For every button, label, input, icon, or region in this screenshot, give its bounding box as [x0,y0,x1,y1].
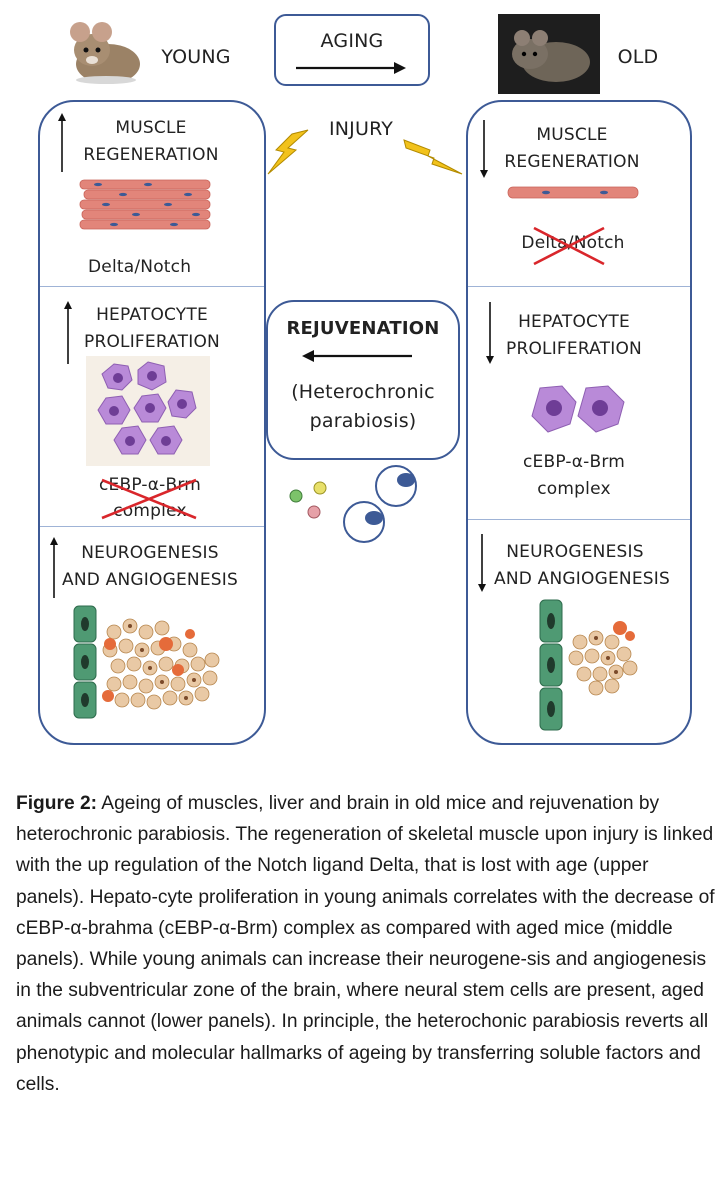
rejuvenation-box [266,300,460,460]
old-cebp-line-2: complex [537,479,611,499]
aging-label: AGING [320,30,384,52]
left-lightning-icon [267,129,309,175]
young-divider-2 [40,526,264,527]
old-hepatocyte-cells-icon [531,385,625,433]
old-delta-notch-cross-icon [533,226,605,266]
young-muscle-title-1: MUSCLE [115,118,187,138]
young-neuro-title-2: AND ANGIOGENESIS [62,570,238,590]
old-muscle-title-1: MUSCLE [536,125,608,145]
old-muscle-fiber-icon [507,186,639,199]
figure-caption: Figure 2: Ageing of muscles, liver and b… [16,788,716,1100]
young-divider-1 [40,286,264,287]
old-mouse-icon [498,14,600,94]
right-lightning-icon [403,139,463,175]
young-muscle-fibers-icon [79,179,211,230]
old-hepatocyte-down-arrow-icon [486,302,494,364]
aging-arrow-icon [296,62,406,74]
rejuvenation-label: REJUVENATION [286,318,440,339]
young-neuro-title-1: NEUROGENESIS [81,543,219,563]
old-divider-2 [468,519,690,520]
young-hepatocyte-title-1: HEPATOCYTE [96,305,208,325]
young-muscle-title-2: REGENERATION [83,145,219,165]
old-muscle-title-2: REGENERATION [504,152,640,172]
injury-label: INJURY [328,118,394,140]
parabiosis-line-2: parabiosis) [309,410,417,432]
young-label: YOUNG [161,46,231,68]
young-neural-stem-cells-icon [73,605,220,719]
young-cebp-cross-icon [101,478,197,520]
rejuvenation-arrow-icon [302,350,412,362]
young-hepatocyte-up-arrow-icon [64,301,72,364]
old-neural-stem-cells-icon [539,599,638,731]
old-neuro-down-arrow-icon [478,534,486,592]
soluble-factors-and-cells-icon [289,465,417,543]
old-muscle-down-arrow-icon [480,120,488,178]
young-muscle-up-arrow-icon [58,113,66,172]
old-neuro-title-2: AND ANGIOGENESIS [494,569,670,589]
old-label: OLD [617,46,659,68]
old-neuro-title-1: NEUROGENESIS [506,542,644,562]
caption-label: Figure 2: [16,793,98,814]
young-mouse-icon [70,22,140,84]
parabiosis-line-1: (Heterochronic [291,381,435,403]
young-neuro-up-arrow-icon [50,537,58,598]
old-hepatocyte-title-1: HEPATOCYTE [518,312,630,332]
old-hepatocyte-title-2: PROLIFERATION [506,339,642,359]
old-cebp-line-1: cEBP-α-Brm [522,452,626,472]
aging-box [274,14,430,86]
young-hepatocyte-title-2: PROLIFERATION [84,332,220,352]
caption-text: Ageing of muscles, liver and brain in ol… [16,793,715,1095]
young-hepatocyte-cells-icon [86,356,210,466]
old-divider-1 [468,286,690,287]
young-delta-notch: Delta/Notch [88,257,192,277]
